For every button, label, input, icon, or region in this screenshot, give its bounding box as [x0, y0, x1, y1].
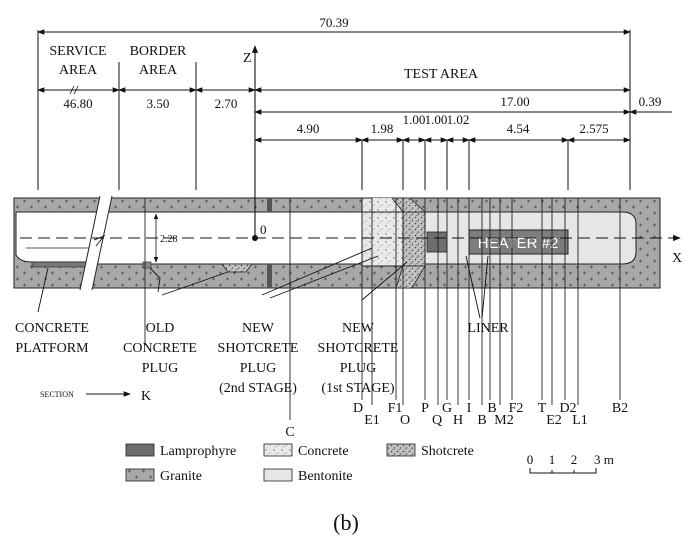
- section-B: B: [477, 413, 486, 428]
- tunnel: [15, 211, 362, 268]
- callout-new1-3: PLUG: [340, 361, 377, 376]
- dim-border: 3.50: [147, 96, 170, 111]
- area-border-line1: BORDER: [130, 44, 187, 59]
- callout-new2-4: (2nd STAGE): [219, 381, 297, 396]
- callout-new2-1: NEW: [242, 321, 275, 336]
- callout-new2-3: PLUG: [240, 361, 277, 376]
- section-C: C: [285, 425, 294, 440]
- legend-swatch-bentonite: [263, 468, 293, 482]
- section-Q: Q: [432, 413, 442, 428]
- callout-new1-1: NEW: [342, 321, 375, 336]
- callout-platform-1: CONCRETE: [15, 321, 89, 336]
- shotcrete-plug-1st: [402, 211, 426, 267]
- section-D2: D2: [559, 401, 576, 416]
- lamprophyre-block: [426, 231, 448, 253]
- dim-d3: 1.00: [403, 112, 426, 127]
- area-service-line2: AREA: [59, 63, 98, 78]
- section-H: H: [453, 413, 463, 428]
- dim-d6: 4.54: [507, 121, 530, 136]
- callout-new2-2: SHOTCRETE: [218, 341, 299, 356]
- heater-2: [468, 229, 569, 255]
- section-D: D: [353, 401, 363, 416]
- legend-bentonite: Bentonite: [298, 469, 352, 484]
- callout-old-2: CONCRETE: [123, 341, 197, 356]
- heater-label: HEATER #2: [478, 235, 559, 252]
- section-I: I: [467, 401, 472, 416]
- ring-top: [267, 198, 272, 212]
- old-concrete-plug: [142, 261, 152, 269]
- section-E1: E1: [364, 413, 380, 428]
- dim-service: 46.80: [63, 96, 92, 111]
- axis-origin-label: 0: [260, 222, 267, 237]
- legend-concrete: Concrete: [298, 444, 349, 459]
- dim-height: 2.28: [160, 234, 178, 245]
- area-service-line1: SERVICE: [49, 44, 106, 59]
- dim-d2: 1.98: [371, 121, 394, 136]
- section-F1: F1: [388, 401, 403, 416]
- figure-caption: (b): [333, 510, 359, 535]
- legend-swatch-concrete: [263, 443, 293, 457]
- scale-bar: 0 1 2 3 m: [527, 452, 614, 474]
- legend-shotcrete: Shotcrete: [421, 444, 474, 459]
- callout-leaders: [37, 247, 489, 319]
- section-K: K: [141, 389, 151, 404]
- scale-0: 0: [527, 452, 534, 467]
- section-B-2: B: [487, 401, 496, 416]
- area-border-line2: AREA: [139, 63, 178, 78]
- scale-3: 3 m: [594, 452, 614, 467]
- dim-end: 0.39: [639, 94, 662, 109]
- dim-d7: 2.575: [579, 121, 608, 136]
- callout-liner: LINER: [467, 321, 509, 336]
- dim-total: 70.39: [319, 15, 348, 30]
- shotcrete-plug-2nd: [221, 263, 253, 273]
- legend-lamprophyre: Lamprophyre: [160, 444, 236, 459]
- dim-d5: 1.02: [447, 112, 470, 127]
- section-F2: F2: [509, 401, 524, 416]
- axis-x-label: X: [672, 251, 682, 266]
- section-T: T: [538, 401, 547, 416]
- callout-new1-4: (1st STAGE): [321, 381, 394, 396]
- dimension-lines: [37, 29, 672, 190]
- area-test: TEST AREA: [404, 67, 479, 82]
- legend-granite: Granite: [160, 469, 202, 484]
- section-M2: M2: [494, 413, 513, 428]
- section-E2: E2: [546, 413, 562, 428]
- callout-platform-2: PLATFORM: [15, 341, 89, 356]
- legend-swatch-lamprophyre: [125, 443, 155, 457]
- section-L1: L1: [572, 413, 588, 428]
- legend-swatch-shotcrete: [386, 443, 416, 457]
- section-G: G: [442, 401, 452, 416]
- section-lines: [144, 198, 621, 420]
- axes: [20, 45, 681, 242]
- axis-z-label: Z: [243, 51, 252, 66]
- dim-d1: 4.90: [297, 121, 320, 136]
- break-band: [79, 195, 113, 291]
- callout-old-3: PLUG: [142, 361, 179, 376]
- section-O: O: [400, 413, 410, 428]
- legend: Lamprophyre Concrete Shotcrete Granite B…: [125, 443, 474, 484]
- scale-1: 1: [549, 452, 556, 467]
- scale-2: 2: [571, 452, 578, 467]
- dim-test: 17.00: [500, 94, 529, 109]
- callout-new1-2: SHOTCRETE: [318, 341, 399, 356]
- dim-gap: 2.70: [215, 96, 238, 111]
- section-P: P: [421, 401, 429, 416]
- dim-d4: 1.00: [425, 112, 448, 127]
- legend-swatch-granite: [125, 468, 155, 482]
- section-B2: B2: [612, 401, 628, 416]
- ring-bottom: [267, 264, 272, 288]
- callout-old-1: OLD: [146, 321, 175, 336]
- section-label: SECTION: [40, 390, 74, 399]
